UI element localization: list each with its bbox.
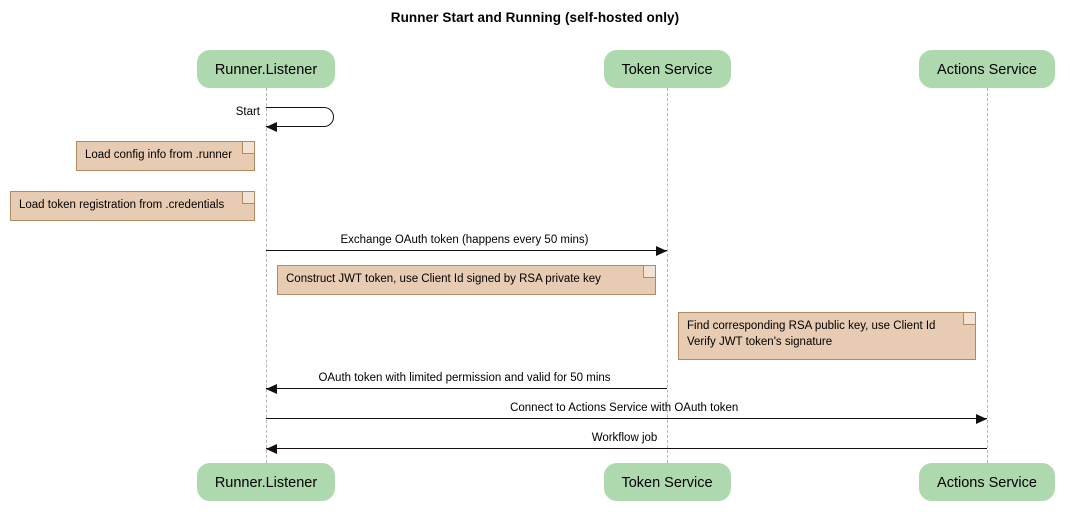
msg-label-msg-exchange-oauth: Exchange OAuth token (happens every 50 m… [340, 234, 589, 246]
participant-token-top[interactable]: Token Service [603, 50, 731, 88]
participant-label: Actions Service [937, 62, 1037, 78]
msg-line-msg-connect-actions[interactable] [266, 418, 987, 419]
participant-actions-bottom[interactable]: Actions Service [919, 463, 1055, 501]
lifeline-token [667, 88, 668, 463]
participant-label: Runner.Listener [214, 62, 318, 78]
note-text: Construct JWT token, use Client Id signe… [286, 273, 601, 285]
participant-actions-top[interactable]: Actions Service [919, 50, 1055, 88]
participant-label: Runner.Listener [214, 475, 318, 491]
note-fold-corner [242, 142, 254, 154]
arrowhead-msg-connect-actions [976, 413, 987, 424]
note-fold-corner [643, 266, 655, 278]
msg-line-msg-exchange-oauth[interactable] [266, 250, 667, 251]
note-text: Load token registration from .credential… [19, 199, 225, 211]
note-fold-corner [242, 192, 254, 204]
arrowhead-msg-exchange-oauth [656, 245, 667, 256]
msg-line-msg-workflow-job[interactable] [266, 448, 987, 449]
participant-label: Actions Service [937, 475, 1037, 491]
arrowhead-msg-workflow-job [266, 443, 277, 454]
note-text: Load config info from .runner [85, 149, 233, 161]
selfloop-msg-start [266, 107, 334, 127]
note-verify-jwt: Find corresponding RSA public key, use C… [678, 312, 976, 360]
participant-label: Token Service [621, 475, 713, 491]
arrowhead-msg-oauth-token-return [266, 383, 277, 394]
note-load-config: Load config info from .runner [76, 141, 255, 171]
participant-token-bottom[interactable]: Token Service [603, 463, 731, 501]
participant-label: Token Service [621, 62, 713, 78]
msg-label-msg-oauth-token-return: OAuth token with limited permission and … [318, 372, 611, 384]
msg-label-msg-workflow-job: Workflow job [591, 432, 658, 444]
note-load-token: Load token registration from .credential… [10, 191, 255, 221]
msg-label-msg-connect-actions: Connect to Actions Service with OAuth to… [510, 402, 739, 414]
msg-line-msg-oauth-token-return[interactable] [266, 388, 667, 389]
lifeline-runner [266, 88, 267, 463]
note-construct-jwt: Construct JWT token, use Client Id signe… [277, 265, 656, 295]
msg-label-msg-start: Start [235, 106, 260, 118]
participant-runner-bottom[interactable]: Runner.Listener [197, 463, 335, 501]
lifeline-actions [987, 88, 988, 463]
arrowhead-msg-start [266, 122, 277, 132]
diagram-title: Runner Start and Running (self-hosted on… [390, 10, 680, 25]
participant-runner-top[interactable]: Runner.Listener [197, 50, 335, 88]
note-text: Find corresponding RSA public key, use C… [687, 320, 936, 348]
note-fold-corner [963, 313, 975, 325]
